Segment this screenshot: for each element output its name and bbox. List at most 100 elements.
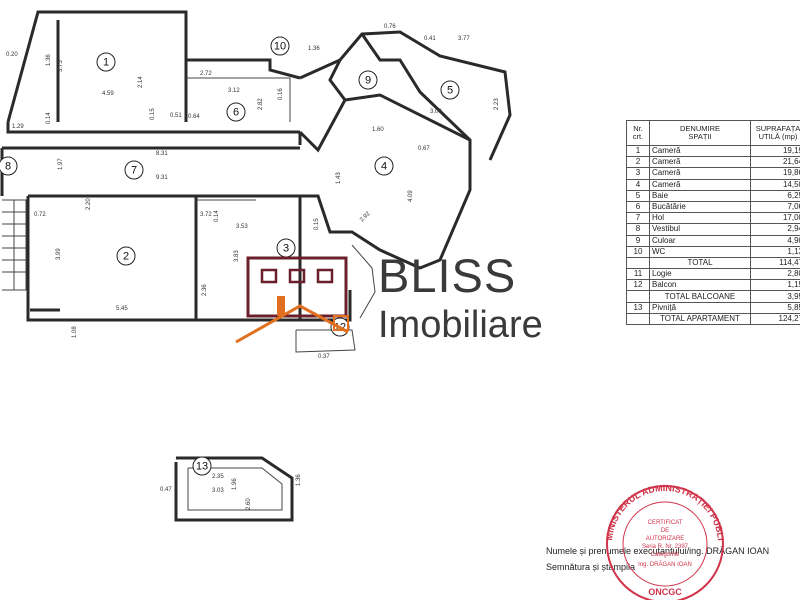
room-5-circle: [440, 80, 460, 100]
cell-area: 2,94: [750, 223, 800, 236]
dimension-label: 0.14: [214, 210, 220, 222]
dimension-label: 4.09: [408, 190, 414, 202]
dimension-label: 0.72: [34, 212, 46, 218]
dimension-label: 1.43: [336, 172, 342, 184]
dimension-label: 3.83: [234, 250, 240, 262]
dimension-label: 2.92: [359, 210, 372, 223]
cell-name: Logie: [649, 268, 751, 281]
cell-area: 7,06: [750, 200, 800, 214]
svg-text:DE: DE: [661, 528, 669, 534]
dimension-label: 0.15: [150, 108, 156, 120]
cell-name: Cameră: [649, 156, 751, 169]
cell-area: 19,86: [750, 167, 800, 180]
room-7-circle: [124, 160, 144, 180]
svg-text:Categoriile: Categoriile: [651, 552, 680, 558]
dimension-label: 1.60: [372, 127, 384, 133]
cell-area: 6,25: [750, 189, 800, 202]
room-7-label: 7: [131, 164, 137, 176]
cell-name: Cameră: [649, 167, 751, 180]
dimension-label: 3.72: [200, 212, 212, 218]
cell-nr: 7: [626, 212, 650, 225]
dimension-label: 0.37: [318, 354, 330, 360]
dimension-label: 1.97: [58, 158, 64, 170]
room-2-circle: [116, 246, 136, 266]
cell-area: 3,95: [750, 290, 800, 303]
logo-text-imobiliare: Imobiliare: [378, 304, 543, 346]
cell-nr: 12: [626, 279, 650, 292]
cell-name: Bucătărie: [649, 200, 751, 214]
room-13-label: 13: [196, 460, 208, 472]
cell-nr: [626, 312, 650, 326]
dimension-label: 1.36: [46, 54, 52, 66]
room-2-label: 2: [123, 250, 129, 262]
dimension-label: 1.36: [308, 46, 320, 52]
dimension-label: 0.67: [418, 146, 430, 152]
room-4-label: 4: [381, 160, 387, 172]
cell-area: 14,50: [750, 178, 800, 191]
cell-name: Vestibul: [649, 223, 751, 236]
cell-name: Pivniță: [649, 301, 751, 314]
cell-nr: 6: [626, 200, 650, 214]
room-9-label: 9: [365, 74, 371, 86]
room-10-label: 10: [274, 40, 286, 52]
cell-name: Hol: [649, 212, 751, 225]
logo-text-bliss: BLISS: [378, 249, 517, 302]
room-13-circle: [192, 456, 212, 476]
cell-area: 1,13: [750, 245, 800, 258]
dimension-label: 1.36: [296, 474, 302, 486]
cell-nr: 10: [626, 245, 650, 258]
svg-text:CERTIFICAT: CERTIFICAT: [648, 520, 683, 526]
cell-nr: 13: [626, 301, 650, 314]
dimension-label: 0.14: [46, 112, 52, 124]
cell-name: Culoar: [649, 234, 751, 247]
dimension-label: 2.82: [258, 98, 264, 110]
cell-nr: 4: [626, 178, 650, 191]
dimension-label: 3.03: [212, 488, 224, 494]
cell-nr: 1: [626, 144, 650, 158]
cell-nr: [626, 290, 650, 303]
cell-name: TOTAL BALCOANE: [649, 290, 751, 303]
dimension-label: 3.12: [228, 88, 240, 94]
svg-text:Ing. DRĂGAN IOAN: Ing. DRĂGAN IOAN: [638, 561, 692, 568]
room-10-circle: [270, 36, 290, 56]
dimension-label: 2.14: [138, 76, 144, 88]
dimension-label: 2.36: [202, 284, 208, 296]
dimension-label: 0.20: [6, 52, 18, 58]
room-3-label: 3: [283, 242, 289, 254]
cell-area: 124,27: [750, 312, 800, 326]
cell-nr: 11: [626, 268, 650, 281]
signature-label: Semnătura și ștampila: [546, 562, 636, 572]
dimension-label: 2.20: [86, 198, 92, 210]
cell-name: Balcon: [649, 279, 751, 292]
dimension-label: 0.51: [170, 113, 182, 119]
dimension-label: 1.96: [232, 478, 238, 490]
svg-text:AUTORIZARE: AUTORIZARE: [646, 536, 685, 542]
cell-nr: 5: [626, 189, 650, 202]
staircase: [2, 199, 27, 291]
room-8-circle: [0, 156, 18, 176]
dimension-label: 8.31: [156, 151, 168, 157]
walls: [0, 10, 512, 522]
cell-area: 4,90: [750, 234, 800, 247]
dimension-label: 5.45: [116, 306, 128, 312]
svg-text:Seria R. Nr. 2397: Seria R. Nr. 2397: [642, 544, 689, 550]
cell-name: TOTAL: [649, 256, 751, 270]
cell-nr: 9: [626, 234, 650, 247]
cell-nr: 8: [626, 223, 650, 236]
